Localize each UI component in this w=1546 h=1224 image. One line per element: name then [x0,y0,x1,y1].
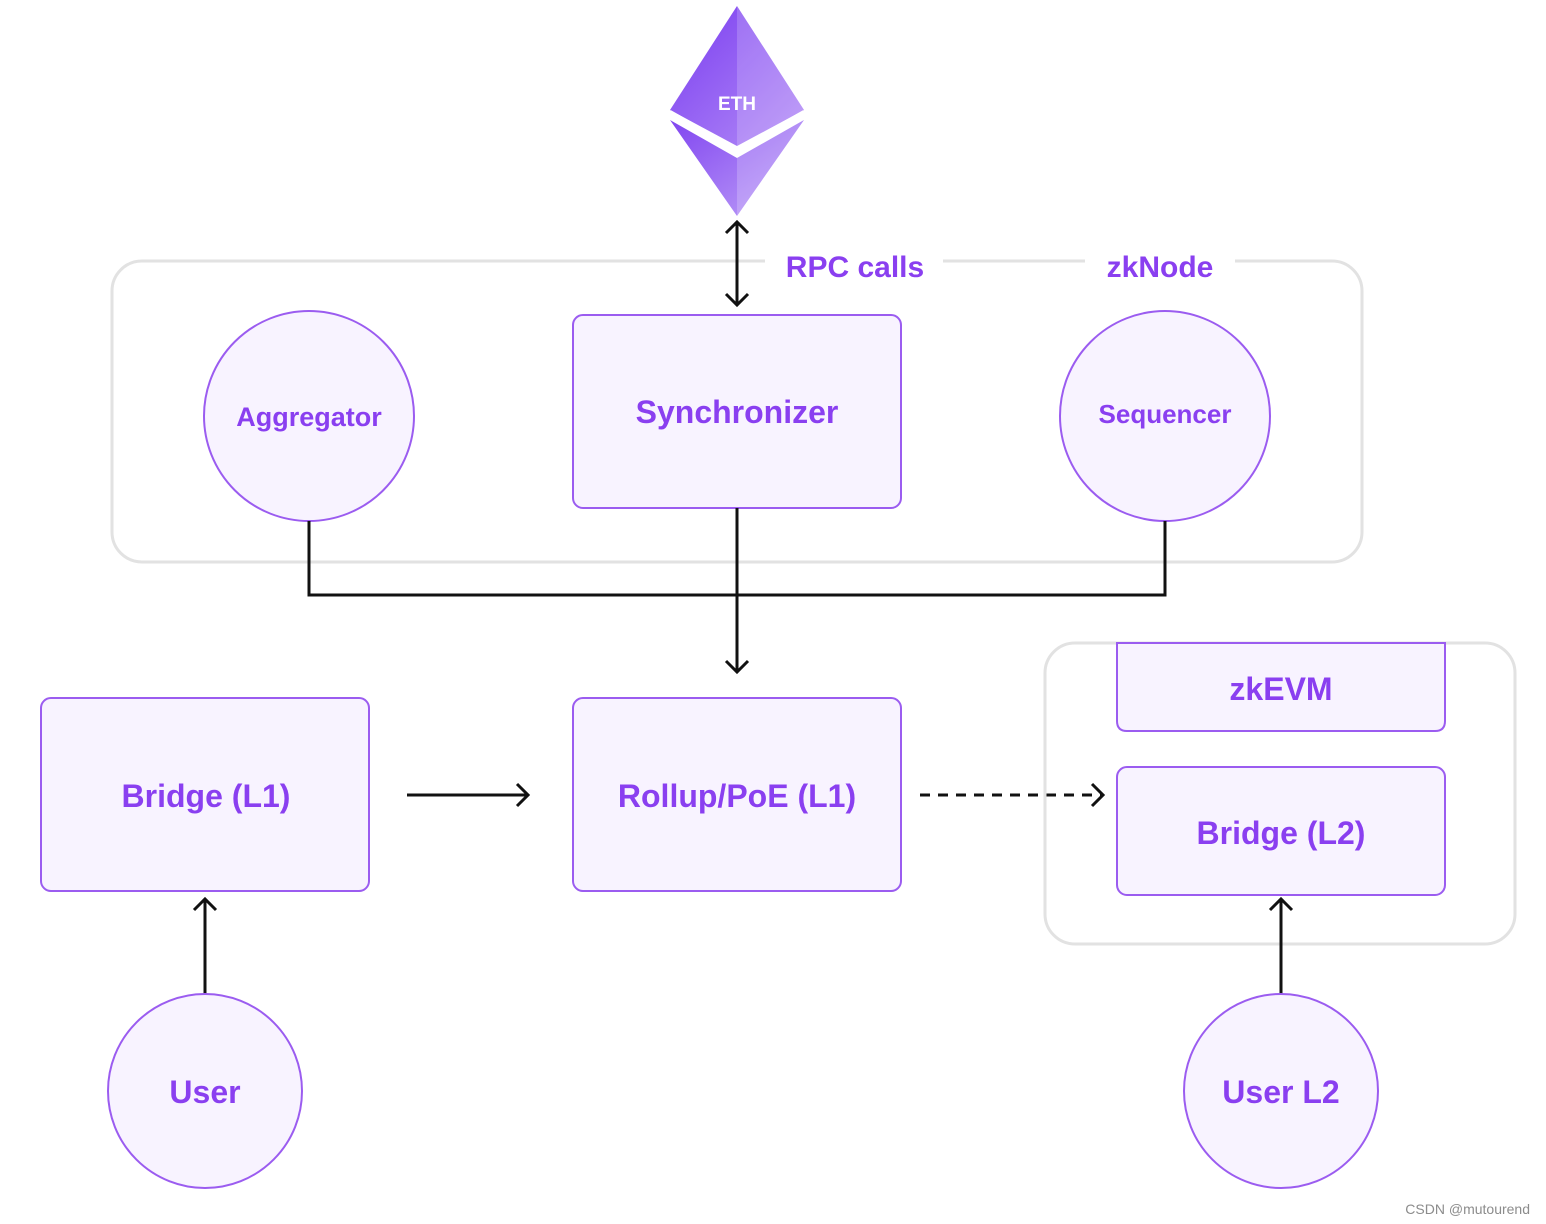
zkevm-label: zkEVM [1229,671,1332,707]
bridge-l1-node[interactable] [40,697,370,892]
zknode-title: zkNode [1107,251,1214,284]
rpc-calls-label: RPC calls [786,251,924,284]
rollup-to-bridge-l2-arrow [920,782,1106,808]
rollup-poe-label: Rollup/PoE (L1) [618,778,856,814]
rollup-poe-node[interactable] [572,697,902,892]
user-l2-node[interactable] [1183,993,1379,1189]
rpc-connector [724,219,750,308]
user-to-bridge-l1-arrow [192,896,218,994]
eth-logo-icon [669,6,805,216]
bridge-l2-label: Bridge (L2) [1197,815,1366,851]
bridge-l2-node[interactable] [1116,766,1446,896]
user-l2-label: User L2 [1222,1074,1339,1110]
synchronizer-label: Synchronizer [636,394,839,430]
bridge-to-rollup-arrow [407,782,531,808]
watermark-text: CSDN @mutourend [1405,1201,1530,1217]
zkevm-node[interactable] [1116,642,1446,732]
user-l2-to-bridge-l2-arrow [1268,896,1294,994]
user-node[interactable] [107,993,303,1189]
bridge-l1-label: Bridge (L1) [122,778,291,814]
eth-label: ETH [718,94,756,115]
node-connectors [307,508,1167,675]
user-label: User [169,1074,240,1110]
sequencer-label: Sequencer [1099,399,1232,429]
aggregator-label: Aggregator [236,402,382,432]
